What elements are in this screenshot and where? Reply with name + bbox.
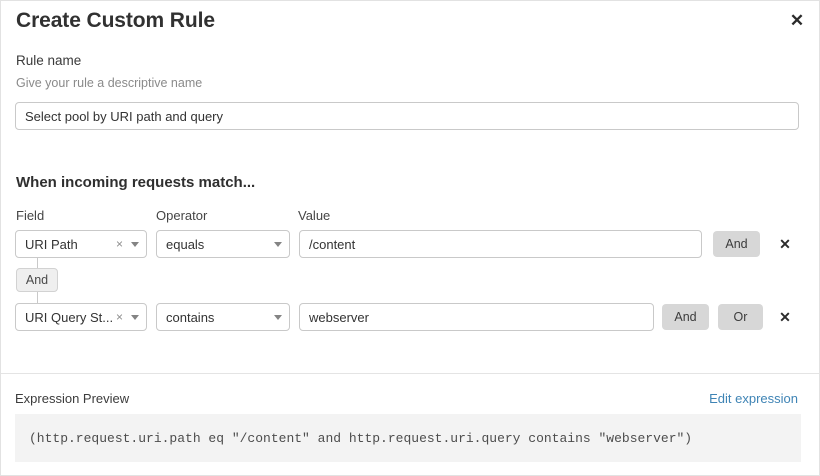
connector-line-top — [37, 256, 38, 269]
and-button-row-1[interactable]: And — [713, 231, 760, 257]
column-header-operator: Operator — [156, 208, 208, 223]
expression-preview-code-text: (http.request.uri.path eq "/content" and… — [29, 430, 693, 446]
value-input-row-1[interactable] — [299, 230, 702, 258]
chevron-down-icon[interactable] — [131, 241, 139, 247]
edit-expression-link[interactable]: Edit expression — [709, 391, 798, 406]
connector-line-bottom — [37, 291, 38, 304]
connector-and-badge[interactable]: And — [16, 268, 58, 292]
rule-name-input[interactable] — [15, 102, 799, 130]
delete-row-2-icon[interactable]: ✕ — [779, 308, 791, 325]
dialog-title: Create Custom Rule — [16, 9, 215, 32]
section-divider — [1, 373, 819, 374]
close-icon[interactable]: ✕ — [789, 10, 805, 30]
column-header-value: Value — [298, 208, 331, 223]
field-select-row-1-value: URI Path — [25, 236, 78, 252]
or-button-row-2[interactable]: Or — [718, 304, 763, 330]
operator-select-row-1-value: equals — [166, 236, 205, 252]
rule-name-label: Rule name — [16, 53, 82, 68]
value-input-row-2[interactable] — [299, 303, 654, 331]
field-select-row-2-value: URI Query St... — [25, 309, 114, 325]
clear-icon[interactable]: × — [115, 237, 123, 251]
field-select-row-2[interactable]: URI Query St... × — [15, 303, 147, 331]
clear-icon[interactable]: × — [115, 310, 123, 324]
chevron-down-icon[interactable] — [131, 314, 139, 320]
conditions-section-title: When incoming requests match... — [16, 174, 256, 191]
and-button-row-2[interactable]: And — [662, 304, 709, 330]
chevron-down-icon[interactable] — [274, 241, 282, 247]
expression-preview-label: Expression Preview — [15, 391, 130, 406]
rule-name-sublabel: Give your rule a descriptive name — [16, 76, 203, 90]
operator-select-row-2-value: contains — [166, 309, 215, 325]
operator-select-row-2[interactable]: contains — [156, 303, 290, 331]
operator-select-row-1[interactable]: equals — [156, 230, 290, 258]
chevron-down-icon[interactable] — [274, 314, 282, 320]
column-header-field: Field — [16, 208, 45, 223]
expression-preview-code-block: (http.request.uri.path eq "/content" and… — [15, 414, 801, 462]
field-select-row-1[interactable]: URI Path × — [15, 230, 147, 258]
delete-row-1-icon[interactable]: ✕ — [779, 235, 791, 252]
